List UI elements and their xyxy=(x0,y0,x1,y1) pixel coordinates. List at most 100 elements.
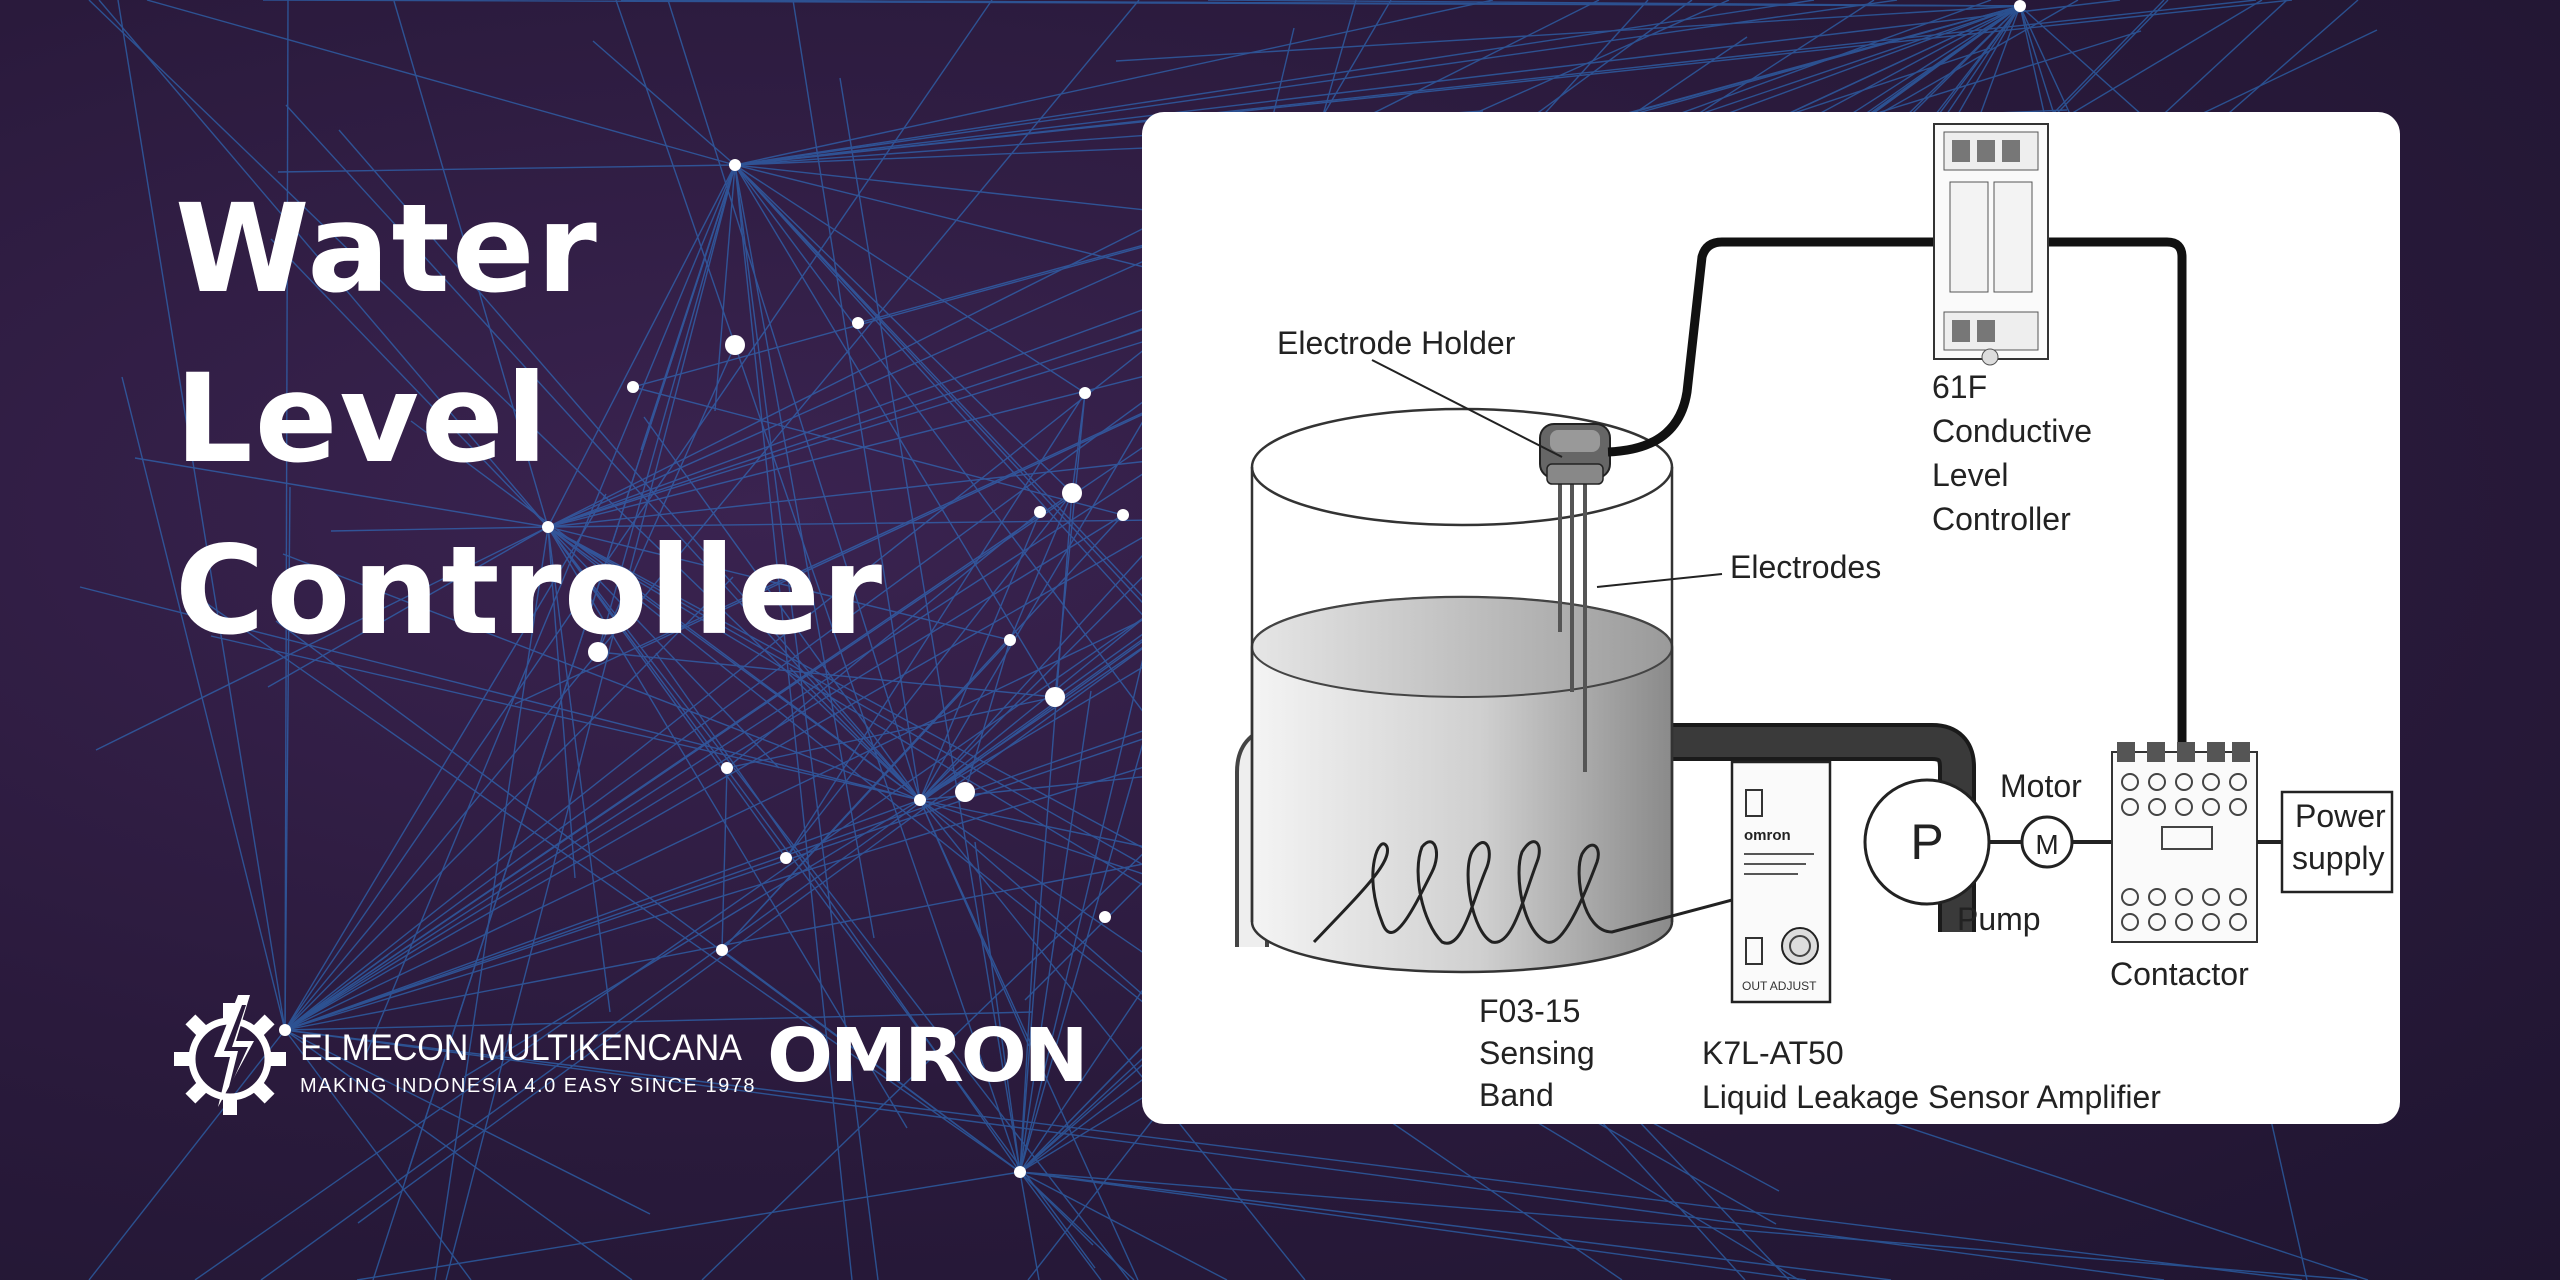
network-line xyxy=(1019,899,1037,1173)
network-line xyxy=(284,493,607,1031)
label-power-supply-2: supply xyxy=(2292,840,2385,876)
network-line xyxy=(210,635,921,801)
network-node xyxy=(279,1024,291,1036)
controller-61f xyxy=(1933,123,2049,366)
network-line xyxy=(284,1029,2165,1280)
electrode-holder xyxy=(1539,423,1611,485)
network-line xyxy=(721,767,728,951)
network-line xyxy=(1009,492,1073,641)
label-controller-4: Controller xyxy=(1932,501,2071,537)
network-line xyxy=(547,526,576,879)
network-line xyxy=(547,526,908,1129)
network-line xyxy=(785,492,1073,859)
network-line xyxy=(734,164,875,939)
label-pump: Pump xyxy=(1957,901,2041,937)
network-line xyxy=(1019,1171,2358,1280)
network-node xyxy=(725,335,745,355)
network-line xyxy=(284,1029,651,1215)
network-line xyxy=(547,526,1096,1269)
network-line xyxy=(726,696,1056,769)
water-level-diagram: omron OUT ADJUST P M xyxy=(1235,123,2394,1115)
network-line xyxy=(284,0,289,1031)
network-line xyxy=(655,652,1021,1173)
network-node xyxy=(627,381,639,393)
network-line xyxy=(785,392,1086,859)
network-line xyxy=(117,0,286,1031)
label-amplifier-desc: Liquid Leakage Sensor Amplifier xyxy=(1702,1079,2161,1115)
network-line xyxy=(393,0,549,528)
network-line xyxy=(597,651,1056,698)
network-line xyxy=(1019,492,1073,1173)
water-tank xyxy=(1250,407,1674,974)
network-line xyxy=(734,0,2293,166)
network-node xyxy=(1045,687,1065,707)
network-line xyxy=(95,526,549,751)
network-line xyxy=(734,164,879,1280)
network-line xyxy=(592,40,736,166)
network-line xyxy=(734,0,2121,166)
network-node xyxy=(1034,506,1046,518)
network-line xyxy=(364,164,736,1058)
network-line xyxy=(338,129,921,801)
network-line xyxy=(547,454,1204,528)
network-line xyxy=(146,0,736,166)
network-line xyxy=(919,617,1145,801)
label-contactor: Contactor xyxy=(2110,956,2249,992)
label-sensing-band-2: Sensing xyxy=(1479,1035,1595,1071)
network-line xyxy=(356,1171,1021,1280)
amplifier-adjust-label: OUT ADJUST xyxy=(1742,979,1817,993)
network-line xyxy=(88,1029,286,1280)
network-line xyxy=(734,164,1073,494)
network-line xyxy=(1115,5,2021,62)
network-line xyxy=(284,1029,633,1280)
diagram-panel: omron OUT ADJUST P M xyxy=(1142,112,2400,1124)
network-line xyxy=(667,0,921,801)
network-line xyxy=(547,526,1011,641)
network-line xyxy=(284,1029,2303,1280)
network-line xyxy=(410,420,921,801)
title-line-water: Water xyxy=(175,178,599,320)
network-node xyxy=(914,794,926,806)
network-line xyxy=(640,164,736,451)
network-line xyxy=(445,164,736,1280)
label-amplifier-model: K7L-AT50 xyxy=(1702,1035,1844,1071)
network-line xyxy=(463,799,921,1078)
network-node xyxy=(780,852,792,864)
network-line xyxy=(284,0,993,1031)
label-controller-2: Conductive xyxy=(1932,413,2092,449)
network-line xyxy=(98,0,549,528)
network-line xyxy=(734,164,1056,698)
brand-footer: ELMECON MULTIKENCANA MAKING INDONESIA 4.… xyxy=(172,995,1089,1125)
network-node xyxy=(1004,634,1016,646)
network-line xyxy=(277,164,736,173)
contactor xyxy=(2111,742,2258,943)
network-node xyxy=(542,521,554,533)
network-line xyxy=(1019,1171,1892,1280)
pump: P xyxy=(1863,778,1991,906)
network-line xyxy=(284,0,1140,1031)
network-line xyxy=(1019,690,1092,1173)
network-line xyxy=(547,164,736,528)
amplifier-brand: omron xyxy=(1744,827,1791,844)
network-node xyxy=(588,642,608,662)
network-line xyxy=(974,841,1021,1173)
network-line xyxy=(734,164,1086,394)
network-line xyxy=(623,0,2021,7)
network-line xyxy=(547,526,921,801)
network-line xyxy=(1019,1171,1040,1280)
network-line xyxy=(284,514,1124,1031)
network-line xyxy=(284,576,734,1031)
network-line xyxy=(632,386,1124,516)
network-line xyxy=(714,164,736,412)
label-electrodes: Electrodes xyxy=(1730,549,1881,585)
power-supply-box xyxy=(2280,790,2394,894)
network-node xyxy=(2014,0,2026,12)
network-line xyxy=(721,949,1021,1173)
network-node xyxy=(1079,387,1091,399)
network-node xyxy=(1062,483,1082,503)
label-electrode-holder: Electrode Holder xyxy=(1277,325,1516,361)
network-line xyxy=(734,0,1815,166)
network-line xyxy=(547,526,787,859)
label-power-supply-1: Power xyxy=(2295,798,2386,834)
network-line xyxy=(284,702,1224,1031)
